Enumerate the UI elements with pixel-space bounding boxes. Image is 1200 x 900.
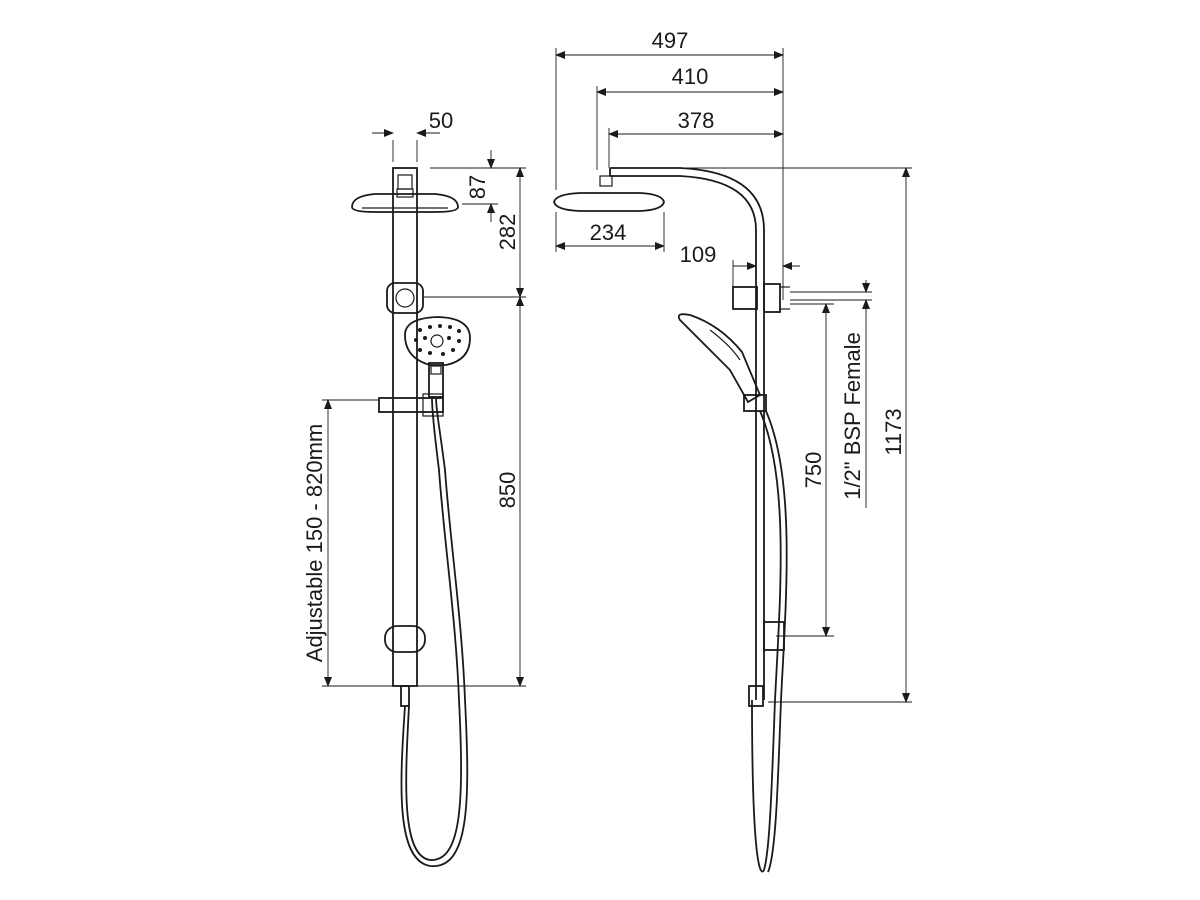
front-upper-holder (386, 282, 424, 314)
dim-side-wall-offset: 109 (680, 242, 717, 267)
side-shower-head (553, 192, 665, 212)
dim-side-head-diameter: 234 (590, 220, 627, 245)
front-hand-shower (404, 316, 471, 398)
dim-side-projection-arm-inner: 378 (678, 108, 715, 133)
side-gooseneck-arm (610, 167, 765, 231)
dim-front-holder-span: 850 (495, 472, 520, 509)
dim-side-overall-height: 1173 (881, 408, 906, 455)
side-wall-bracket-top (732, 286, 758, 310)
side-hose (751, 410, 782, 873)
dim-front-head-to-holder: 282 (495, 214, 520, 251)
front-hose (400, 397, 469, 867)
dim-front-rail-width: 50 (429, 108, 453, 133)
front-rail-cap (397, 174, 413, 190)
side-hand-shower (677, 313, 762, 404)
front-head-connector (396, 188, 414, 198)
dim-side-projection-overall: 497 (652, 28, 689, 53)
front-rail (392, 167, 418, 687)
front-view: 50 87 282 850 Adjustable 150 - 820mm (302, 108, 526, 867)
dim-front-head-height: 87 (465, 175, 490, 199)
dim-front-adjustable: Adjustable 150 - 820mm (302, 424, 327, 662)
front-shower-head (351, 193, 459, 213)
dim-side-connection: 1/2" BSP Female (840, 332, 865, 500)
dim-side-projection-arm: 410 (672, 64, 709, 89)
front-lower-bracket (384, 625, 426, 653)
front-hose-outlet (400, 685, 410, 707)
dim-side-bracket-span: 750 (801, 452, 826, 489)
side-view: 497 410 378 234 109 750 1/2" BSP F (553, 28, 912, 873)
